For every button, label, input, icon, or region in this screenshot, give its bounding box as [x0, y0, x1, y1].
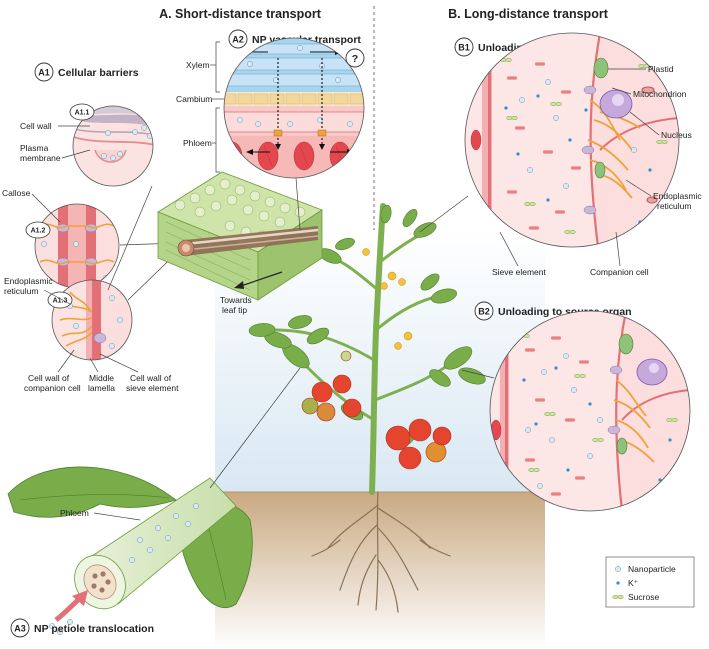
- a2-question: ?: [352, 53, 358, 65]
- label-middle-1: Middle: [89, 373, 114, 383]
- label-towards-2: leaf tip: [222, 305, 247, 315]
- label-b1-er-1: Endoplasmic: [653, 191, 702, 201]
- a3-panel: Phloem A3 NP petiole translocation: [7, 367, 301, 638]
- section-a-title: A. Short-distance transport: [159, 7, 322, 21]
- a1-title: Cellular barriers: [58, 67, 139, 79]
- b1-panel: B1 Unloading to sink organ: [419, 32, 702, 277]
- soil: [215, 492, 545, 649]
- a1-3-circle: A1.3: [47, 279, 133, 361]
- a2-badge: A2: [232, 35, 244, 45]
- legend-nanoparticle: Nanoparticle: [628, 564, 676, 574]
- legend-k: K⁺: [628, 578, 639, 588]
- a1-badge: A1: [38, 68, 50, 78]
- label-phloem-a3: Phloem: [60, 508, 89, 518]
- label-cw-sieve-2: sieve element: [126, 383, 179, 393]
- label-mitochondrion: Mitochondrion: [633, 89, 687, 99]
- plant-scene: [215, 203, 545, 649]
- label-cell-wall: Cell wall: [20, 121, 52, 131]
- a1-1-badge: A1.1: [75, 110, 90, 117]
- flowers: [362, 248, 413, 350]
- label-cw-companion-2: companion cell: [24, 383, 81, 393]
- b2-panel: B2 Unloading to source organ: [461, 301, 691, 512]
- leaf-block: Towards leaf tip: [157, 171, 323, 315]
- label-cambium: Cambium: [176, 94, 212, 104]
- label-plasma-2: membrane: [20, 153, 61, 163]
- a1-3-badge: A1.3: [53, 298, 68, 305]
- label-b1-er-2: reticulum: [657, 201, 691, 211]
- b1-badge: B1: [458, 43, 470, 53]
- label-towards-1: Towards: [220, 295, 252, 305]
- a2-panel: A2 NP vascular transport: [176, 29, 365, 179]
- label-callose: Callose: [2, 188, 31, 198]
- label-cw-sieve-1: Cell wall of: [130, 373, 172, 383]
- label-phloem-a2: Phloem: [183, 138, 212, 148]
- label-a13-er-1: Endoplasmic: [4, 276, 53, 286]
- label-plastid: Plastid: [648, 64, 674, 74]
- a3-title: NP petiole translocation: [34, 623, 154, 635]
- a1-panel: A1 Cellular barriers A1.1 Cell wall Plas…: [2, 62, 191, 393]
- roots: [311, 491, 451, 613]
- label-plasma-1: Plasma: [20, 143, 49, 153]
- label-cw-companion-1: Cell wall of: [28, 373, 70, 383]
- a1-2-circle: A1.2: [25, 203, 120, 289]
- legend: Nanoparticle K⁺ Sucrose: [605, 556, 695, 608]
- label-companion-cell: Companion cell: [590, 267, 649, 277]
- label-nucleus: Nucleus: [661, 130, 692, 140]
- legend-sucrose: Sucrose: [628, 592, 659, 602]
- label-a13-er-2: reticulum: [4, 286, 38, 296]
- tomatoes: [301, 350, 452, 470]
- a3-badge: A3: [14, 624, 26, 634]
- label-sieve-element: Sieve element: [492, 267, 547, 277]
- a1-2-badge: A1.2: [31, 228, 46, 235]
- label-middle-2: lamella: [88, 383, 115, 393]
- a1-1-circle: A1.1: [69, 103, 154, 187]
- b2-badge: B2: [478, 307, 490, 317]
- label-xylem: Xylem: [186, 60, 210, 70]
- section-b-title: B. Long-distance transport: [448, 7, 609, 21]
